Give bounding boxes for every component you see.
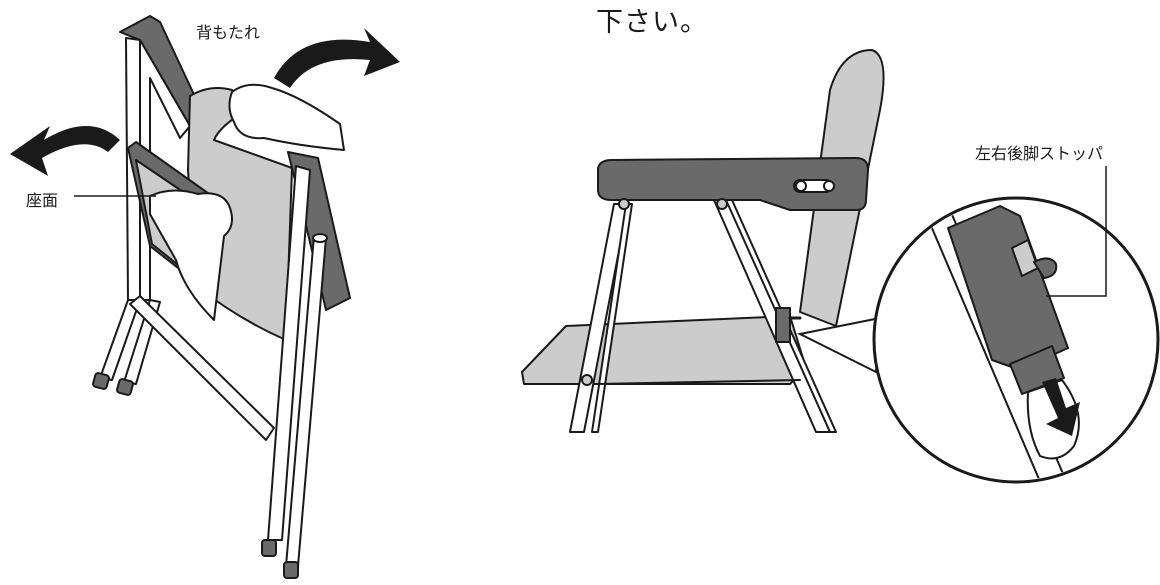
seat-label: 座面 (26, 191, 59, 210)
frame-bolt-3 (581, 374, 593, 386)
foot-cap-a (92, 372, 110, 390)
seat-cushion (521, 315, 807, 385)
cross-bar (129, 295, 275, 441)
stopper-detail-circle (872, 196, 1160, 484)
hand-lower (149, 189, 233, 321)
detail-leg-tube (919, 200, 1101, 480)
foot-cap-b (116, 378, 134, 396)
foot-cap-c (261, 539, 277, 557)
armrest-knob (793, 179, 835, 193)
rear-leg-stopper (775, 307, 791, 343)
unfolded-chair-illustration (521, 49, 885, 433)
foot-cap-d (283, 561, 299, 579)
callout-wedge (796, 316, 882, 374)
detail-stopper-knob (1033, 257, 1058, 279)
detail-stopper-body (947, 205, 1069, 371)
armrest (597, 157, 869, 211)
hand-upper (228, 83, 345, 151)
front-frame-a (267, 165, 311, 541)
backrest-label: 背もたれ (196, 23, 261, 42)
folded-chair-illustration (92, 15, 351, 579)
stopper-leader-line (1046, 166, 1107, 297)
heading-fragment: 下さい。 (596, 7, 708, 38)
front-tube-top (312, 233, 328, 243)
down-arrow (1042, 378, 1080, 436)
rear-leg-stopper-label: 左右後脚ストッパ (975, 144, 1104, 163)
curved-arrow-right (274, 28, 400, 88)
under-frame (595, 379, 801, 385)
curved-arrow-left (10, 126, 120, 176)
frame-bolt-2 (716, 198, 728, 210)
frame-bolt-1 (618, 198, 630, 210)
